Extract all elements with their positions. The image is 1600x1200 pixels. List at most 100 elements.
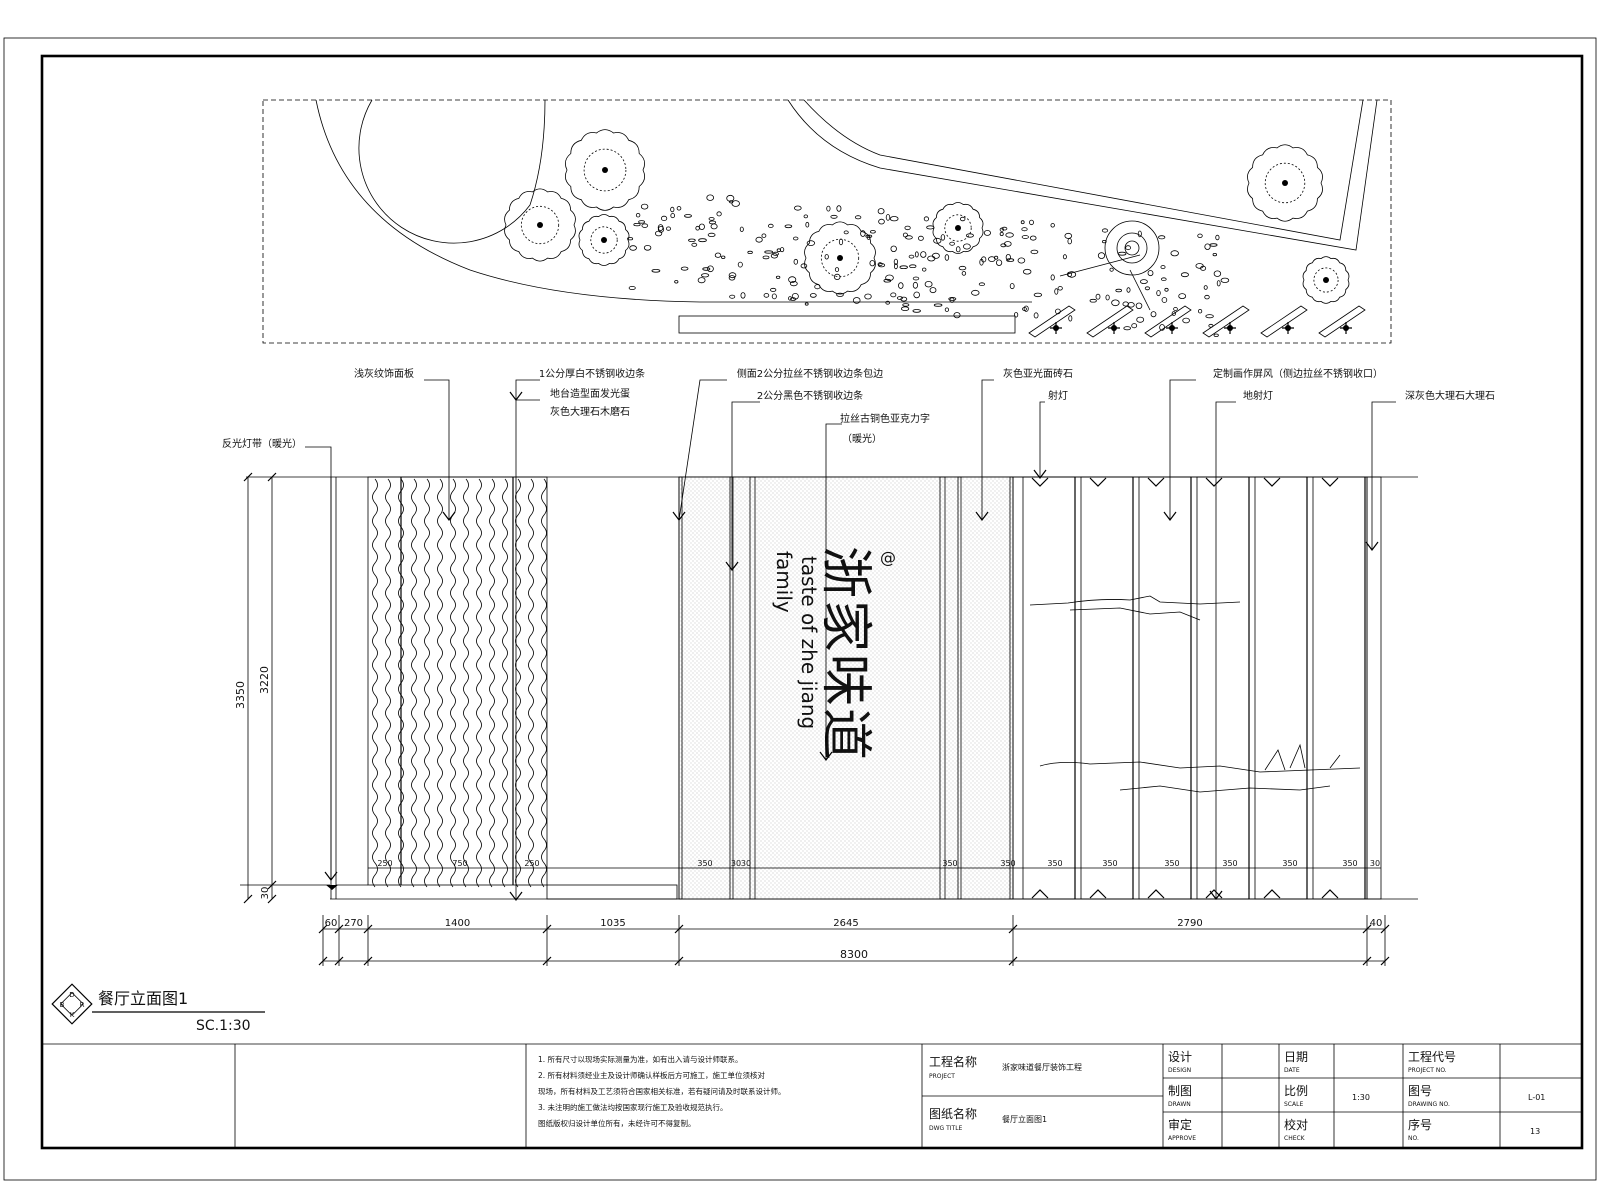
- project-label-en: PROJECT: [929, 1073, 955, 1080]
- total-dimension: 8300: [840, 948, 868, 961]
- wood-grain-line: [502, 478, 508, 888]
- arrow-icon: [509, 891, 523, 901]
- callout-label: 射灯: [1048, 390, 1068, 402]
- sheet-value: 餐厅立面图1: [1002, 1114, 1047, 1124]
- proof-label: 校对: [1284, 1117, 1308, 1132]
- tree-icon: [564, 129, 646, 211]
- small-dimension-label: 350: [1342, 859, 1357, 868]
- code-label-en: PROJECT NO.: [1408, 1067, 1447, 1074]
- callout: 射灯: [1033, 390, 1068, 479]
- check-label: 审定: [1168, 1117, 1192, 1132]
- arrow-icon: [442, 511, 456, 521]
- drawn-label-en: DRAWN: [1168, 1101, 1191, 1108]
- callout-label: 定制画作屏风（侧边拉丝不锈钢收口）: [1213, 367, 1383, 380]
- date-label: 日期: [1284, 1050, 1308, 1064]
- project-value: 浙家味道餐厅装饰工程: [1002, 1062, 1082, 1072]
- height-label-base: 30: [260, 887, 271, 900]
- spot-light-icon: [1263, 477, 1281, 487]
- proof-label-en: CHECK: [1284, 1135, 1306, 1142]
- wood-grain-line: [437, 478, 443, 888]
- callout: （暖光）: [842, 432, 882, 445]
- signage-english: taste of zhe jiang: [797, 556, 821, 729]
- small-dimension-label: 750: [452, 859, 467, 868]
- signage-chinese: 浙家味道: [815, 546, 875, 762]
- arrow-icon: [672, 511, 686, 521]
- small-dimension-label: 350: [1102, 859, 1117, 868]
- outer-frame: [3, 37, 1597, 1181]
- arrow-icon: [1209, 890, 1223, 900]
- signage-mark: @: [880, 548, 896, 567]
- vertical-dimensions: 3350 3220 30: [234, 472, 338, 904]
- stainless-strip: [957, 476, 962, 900]
- arrow-icon: [509, 391, 523, 401]
- seq-value: 13: [1530, 1127, 1540, 1136]
- lamp-icon: [1202, 305, 1250, 338]
- screen-panel: [1138, 476, 1192, 900]
- drawing-title: 餐厅立面图1: [98, 989, 188, 1008]
- svg-text:R: R: [80, 1001, 85, 1009]
- floor-light-icon: [1147, 889, 1165, 899]
- svg-text:B: B: [60, 1001, 65, 1009]
- dimension-label: 270: [344, 918, 363, 929]
- spot-light-icon: [1205, 477, 1223, 487]
- screen-panel: [1196, 476, 1250, 900]
- wood-grain-line: [424, 478, 430, 888]
- arrow-icon: [324, 871, 338, 881]
- scale-label: 比例: [1284, 1084, 1308, 1098]
- spot-light-icon: [1031, 477, 1049, 487]
- callout-label: 2公分黑色不锈钢收边条: [757, 389, 863, 402]
- callout: 灰色大理石木磨石: [550, 405, 630, 418]
- wood-grain-line: [463, 478, 469, 888]
- callout: 侧面2公分拉丝不锈钢收边条包边: [672, 367, 883, 521]
- sculpture-icon: [1059, 220, 1160, 311]
- lamp-icon: [1260, 305, 1308, 338]
- callout: 地台造型面发光蛋: [509, 387, 630, 401]
- callout: 反光灯带（暖光）: [222, 437, 338, 881]
- wood-grain-line: [541, 478, 547, 888]
- small-dimension-label: 30: [1370, 859, 1380, 868]
- callout-label: 地台造型面发光蛋: [550, 387, 630, 400]
- site-plan: [262, 99, 1392, 344]
- drawing-scale: SC.1:30: [196, 1018, 251, 1034]
- date-label-en: DATE: [1284, 1067, 1300, 1074]
- screen-panel: [1312, 476, 1366, 900]
- drawing-title-block: D B R K 餐厅立面图1 SC.1:30: [51, 983, 265, 1034]
- floor-light-icon: [1031, 889, 1049, 899]
- note-line: 1. 所有尺寸以现场实际测量为准，如有出入请与设计师联系。: [538, 1054, 743, 1064]
- lamp-icon: [1318, 305, 1366, 338]
- sheet-label: 图纸名称: [929, 1106, 977, 1121]
- tree-icon: [1302, 256, 1350, 304]
- wood-grain-line: [450, 478, 456, 888]
- wood-grain-line: [372, 478, 378, 888]
- callout-label: 1公分厚白不锈钢收边条: [539, 367, 645, 380]
- floor-light-icon: [1089, 889, 1107, 899]
- tree-icon: [504, 188, 576, 262]
- callout: 地射灯: [1209, 389, 1273, 900]
- dimension-label: 1400: [445, 918, 470, 929]
- painted-screen: [1012, 476, 1368, 900]
- stainless-strip: [678, 476, 683, 900]
- callout-label: 侧面2公分拉丝不锈钢收边条包边: [737, 367, 883, 380]
- wood-grain-line: [385, 478, 391, 888]
- small-dimension-label: 30: [731, 859, 741, 868]
- seq-label-en: NO.: [1408, 1135, 1419, 1142]
- designer-logo-icon: D B R K: [51, 983, 93, 1025]
- arrow-icon: [1033, 469, 1047, 479]
- spot-light-icon: [1321, 477, 1339, 487]
- tree-icon: [932, 202, 984, 254]
- spot-light-icon: [1089, 477, 1107, 487]
- note-line: 图纸版权归设计单位所有，未经许可不得复制。: [538, 1118, 696, 1128]
- dwg-no-label-en: DRAWING NO.: [1408, 1101, 1450, 1108]
- arrow-icon: [1163, 511, 1177, 521]
- sheet-label-en: DWG TITLE: [929, 1125, 963, 1132]
- dwg-no-value: L-01: [1528, 1093, 1545, 1102]
- code-label: 工程代号: [1408, 1049, 1456, 1064]
- terrazzo-wall: [678, 476, 1014, 900]
- wood-veneer-panel: [367, 476, 548, 888]
- note-line: 现场，所有材料及工艺须符合国家相关标准，若有疑问请及时联系设计师。: [538, 1086, 786, 1096]
- arrow-icon: [725, 561, 739, 571]
- note-line: 3. 未注明的施工做法均按国家现行施工及验收规范执行。: [538, 1102, 728, 1112]
- small-dimension-label: 350: [1164, 859, 1179, 868]
- callout: 定制画作屏风（侧边拉丝不锈钢收口）: [1163, 367, 1383, 521]
